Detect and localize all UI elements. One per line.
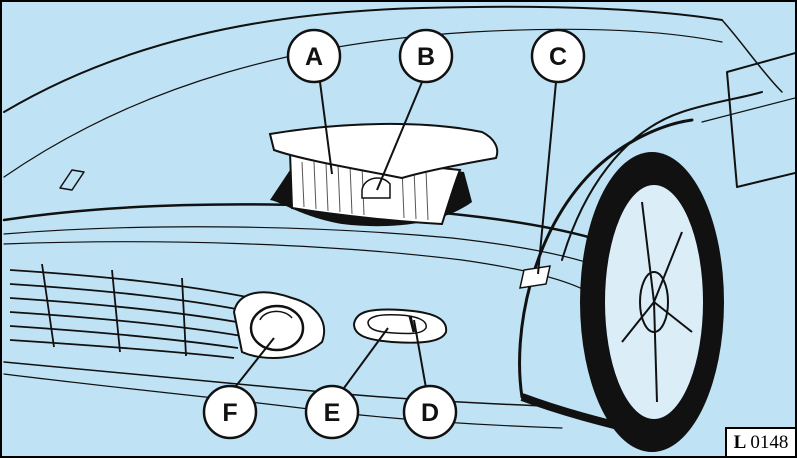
callout-a-label: A bbox=[305, 43, 323, 71]
callout-b-label: B bbox=[417, 43, 435, 71]
fog-light-lens bbox=[251, 306, 303, 350]
callout-e-label: E bbox=[324, 399, 341, 427]
callout-d: D bbox=[404, 386, 456, 438]
callout-f-label: F bbox=[222, 399, 237, 427]
figure-code-prefix: L bbox=[734, 432, 747, 454]
callout-b: B bbox=[400, 30, 452, 82]
callout-f: F bbox=[204, 386, 256, 438]
callout-e: E bbox=[306, 386, 358, 438]
callout-c: C bbox=[532, 30, 584, 82]
headlight-inner-bulb bbox=[362, 178, 390, 198]
callout-a: A bbox=[288, 30, 340, 82]
side-marker-light bbox=[520, 266, 550, 288]
figure-code-number: 0148 bbox=[750, 432, 788, 454]
front-indicator bbox=[354, 310, 446, 343]
figure-code: L 0148 bbox=[725, 427, 795, 456]
callout-d-label: D bbox=[421, 399, 439, 427]
callout-c-label: C bbox=[549, 43, 567, 71]
indicator-lens bbox=[368, 315, 426, 334]
